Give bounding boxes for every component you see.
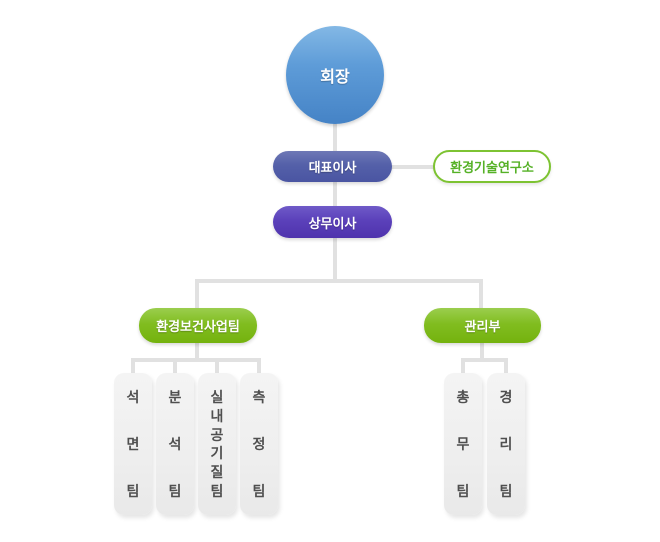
connector-ceo-research (391, 165, 435, 169)
node-ceo: 대표이사 (273, 151, 392, 182)
node-ceo-label: 대표이사 (308, 160, 357, 175)
node-managing-director: 상무이사 (273, 206, 392, 238)
node-research-institute: 환경기술연구소 (433, 150, 551, 183)
connector-director-trunk (333, 237, 337, 282)
team-name-char: 팀 (252, 483, 266, 499)
team-name-char: 팀 (126, 483, 140, 499)
team-name-char: 리 (499, 436, 513, 452)
team-name-char: 정 (252, 436, 266, 452)
team-name-char: 총 (456, 389, 470, 405)
connector-deptright-horizontal (461, 358, 508, 362)
team-name-char: 팀 (168, 483, 182, 499)
node-managing-director-label: 상무이사 (308, 215, 357, 231)
team-name-char: 무 (456, 436, 470, 452)
team-name-char: 분 (168, 389, 182, 405)
connector-ceo-director (333, 180, 337, 208)
team-name-char: 경 (499, 389, 513, 405)
node-dept-environment-health: 환경보건사업팀 (139, 308, 257, 343)
team-name-char: 석 (168, 436, 182, 452)
team-name-char: 석 (126, 389, 140, 405)
connector-drop-team3 (215, 358, 219, 374)
node-dept-management-label: 관리부 (464, 319, 501, 334)
team-name-char: 기 (210, 445, 224, 462)
team-name-char: 팀 (210, 482, 224, 499)
connector-drop-team2 (173, 358, 177, 374)
connector-drop-dept-left (195, 279, 199, 310)
connector-drop-team1 (131, 358, 135, 374)
connector-drop-team5 (461, 358, 465, 374)
connector-deptleft-stem (195, 342, 199, 360)
node-dept-environment-health-label: 환경보건사업팀 (156, 319, 240, 334)
team-name-char: 질 (210, 464, 224, 481)
team-name-char: 내 (210, 407, 224, 424)
team-name-char: 팀 (456, 483, 470, 499)
connector-deptleft-horizontal (131, 358, 261, 362)
node-research-institute-label: 환경기술연구소 (450, 160, 534, 175)
node-dept-management: 관리부 (424, 308, 541, 343)
team-name-char: 실 (210, 389, 224, 405)
node-chairman-label: 회장 (320, 69, 350, 86)
connector-chairman-ceo (333, 122, 337, 154)
team-name-char: 측 (252, 389, 266, 405)
connector-drop-team6 (504, 358, 508, 374)
team-name-char: 팀 (499, 483, 513, 499)
connector-drop-dept-right (479, 279, 483, 310)
connector-deptright-stem (480, 342, 484, 360)
connector-drop-team4 (257, 358, 261, 374)
team-name-char: 면 (126, 436, 140, 452)
connector-main-horizontal (195, 279, 483, 283)
team-name-char: 공 (210, 426, 224, 443)
node-chairman: 회장 (286, 26, 384, 124)
